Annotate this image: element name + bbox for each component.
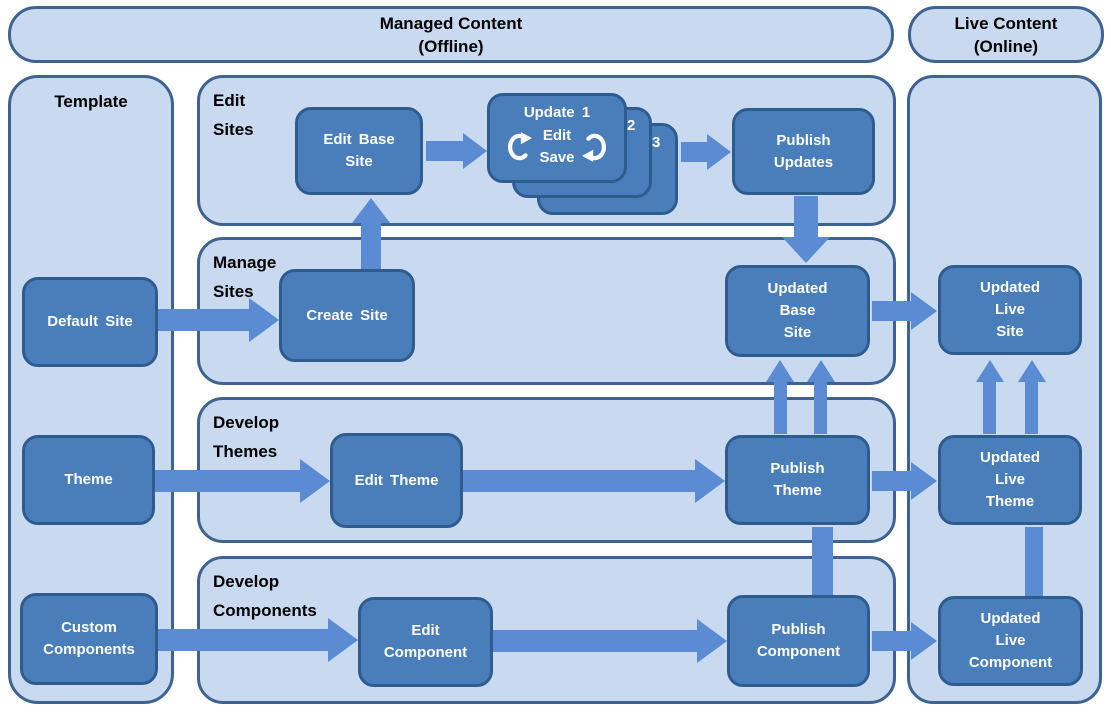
edit-theme-node: Edit Theme: [330, 433, 463, 528]
live-content-header: Live Content (Online): [908, 6, 1104, 63]
arrow-update-stack-to-publish-updates: [681, 134, 731, 170]
update-card-1-title: Update 1: [523, 104, 591, 121]
managed-content-header: Managed Content (Offline): [8, 6, 894, 63]
edit-sites-panel-label: Edit Sites: [213, 91, 254, 139]
edit-component-node: Edit Component: [358, 597, 493, 687]
arrow-publish-component-to-updated-live-component: [872, 622, 937, 660]
publish-theme-node: Publish Theme: [725, 435, 870, 525]
update-card-1-edit-label: Edit: [542, 127, 572, 144]
manage-sites-panel-label: Manage Sites: [213, 253, 277, 301]
arrow-theme-to-edit-theme: [153, 459, 330, 503]
arrow-updated-base-site-to-updated-live-site: [872, 292, 937, 330]
arrow-publish-theme-to-updated-base-site-2: [807, 360, 835, 434]
arrow-updated-live-theme-to-updated-live-site-2: [1018, 360, 1046, 434]
arrow-publish-theme-to-updated-live-theme: [872, 462, 937, 500]
updated-base-site-node: Updated Base Site: [725, 265, 870, 357]
update-card-1-save-label: Save: [539, 149, 575, 166]
default-site-node: Default Site: [22, 277, 158, 367]
connector-updated-live-component-to-updated-live-theme: [1025, 527, 1043, 598]
create-site-node: Create Site: [279, 269, 415, 362]
arrow-default-site-to-create-site: [156, 298, 279, 342]
arrow-updated-live-theme-to-updated-live-site-1: [976, 360, 1004, 434]
update-card-3-number: 3: [652, 134, 661, 151]
arrow-edit-component-to-publish-component: [491, 619, 727, 663]
arrow-custom-components-to-edit-component: [156, 618, 358, 662]
develop-components-panel-label: Develop Components: [213, 572, 317, 620]
update-card-1: Update 1 Edit Save: [487, 93, 627, 183]
updated-live-theme-node: Updated Live Theme: [938, 435, 1082, 525]
arrow-publish-updates-to-updated-base-site: [782, 196, 830, 263]
develop-themes-panel-label: Develop Themes: [213, 413, 280, 461]
connector-publish-component-to-publish-theme: [812, 527, 833, 597]
custom-components-node: Custom Components: [20, 593, 158, 685]
edit-save-cycle-right-icon: [581, 129, 608, 165]
arrow-edit-theme-to-publish-theme: [461, 459, 725, 503]
arrow-publish-theme-to-updated-base-site-1: [766, 360, 794, 434]
updated-live-site-node: Updated Live Site: [938, 265, 1082, 355]
template-panel-label: Template: [54, 92, 128, 111]
publish-component-node: Publish Component: [727, 595, 870, 687]
edit-save-cycle-left-icon: [506, 129, 533, 165]
update-card-2-number: 2: [627, 117, 636, 134]
edit-base-site-node: Edit Base Site: [295, 107, 423, 195]
theme-node: Theme: [22, 435, 155, 525]
updated-live-component-node: Updated Live Component: [938, 596, 1083, 686]
publish-updates-node: Publish Updates: [732, 108, 875, 195]
arrow-create-site-to-edit-base-site: [352, 198, 390, 269]
arrow-edit-base-site-to-update-stack: [426, 133, 487, 169]
